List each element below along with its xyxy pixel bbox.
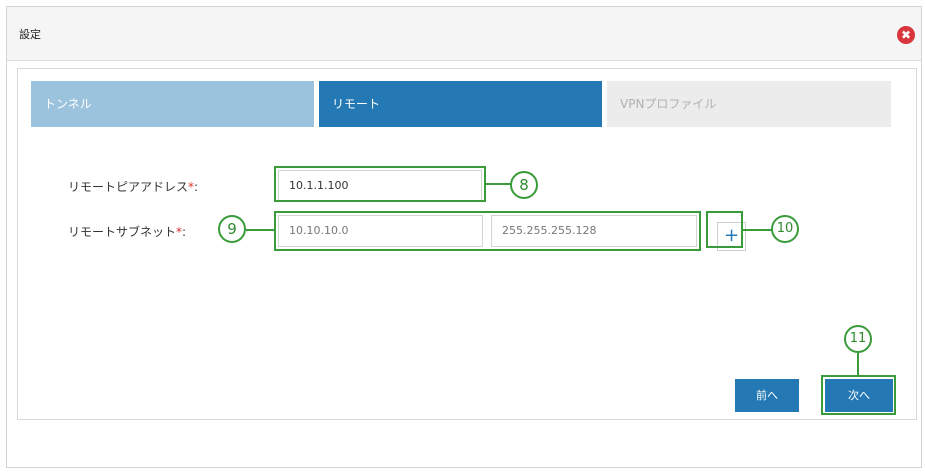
prev-button[interactable]: 前へ	[735, 379, 799, 412]
subnet-address-input[interactable]: 10.10.10.0	[278, 215, 483, 247]
subnet-mask-input[interactable]: 255.255.255.128	[491, 215, 697, 247]
subnet-label-text: リモートサブネット	[68, 225, 177, 239]
tab-vpn-profile[interactable]: VPNプロファイル	[607, 81, 891, 127]
tab-tunnel[interactable]: トンネル	[31, 81, 314, 127]
peer-address-label: リモートピアアドレス*:	[68, 178, 198, 195]
highlight-next-button	[821, 375, 896, 415]
callout-line-9	[246, 229, 274, 231]
callout-10: 10	[771, 215, 799, 243]
label-colon: :	[182, 225, 187, 239]
close-icon[interactable]: ✖	[897, 26, 915, 44]
next-button[interactable]: 次へ	[825, 379, 893, 412]
tab-remote[interactable]: リモート	[319, 81, 602, 127]
subnet-label: リモートサブネット*:	[68, 223, 186, 240]
peer-address-input[interactable]: 10.1.1.100	[278, 170, 482, 202]
callout-line-11	[857, 353, 859, 375]
required-mark: *	[188, 180, 195, 194]
callout-11: 11	[844, 325, 872, 353]
callout-8: 8	[510, 171, 538, 199]
peer-address-label-text: リモートピアアドレス	[68, 180, 189, 194]
callout-line-10	[743, 229, 772, 231]
settings-dialog: 設定 ✖ トンネル リモート VPNプロファイル リモートピアアドレス*: 10…	[6, 6, 922, 468]
required-mark: *	[176, 225, 183, 239]
dialog-title: 設定	[19, 28, 41, 41]
highlight-subnet	[274, 211, 701, 251]
highlight-peer-address	[274, 166, 486, 202]
label-colon: :	[194, 180, 199, 194]
callout-line-8	[486, 183, 511, 185]
wizard-panel: トンネル リモート VPNプロファイル	[17, 68, 917, 420]
callout-9: 9	[218, 215, 246, 243]
highlight-add-button	[706, 211, 743, 248]
dialog-header: 設定 ✖	[7, 7, 921, 61]
